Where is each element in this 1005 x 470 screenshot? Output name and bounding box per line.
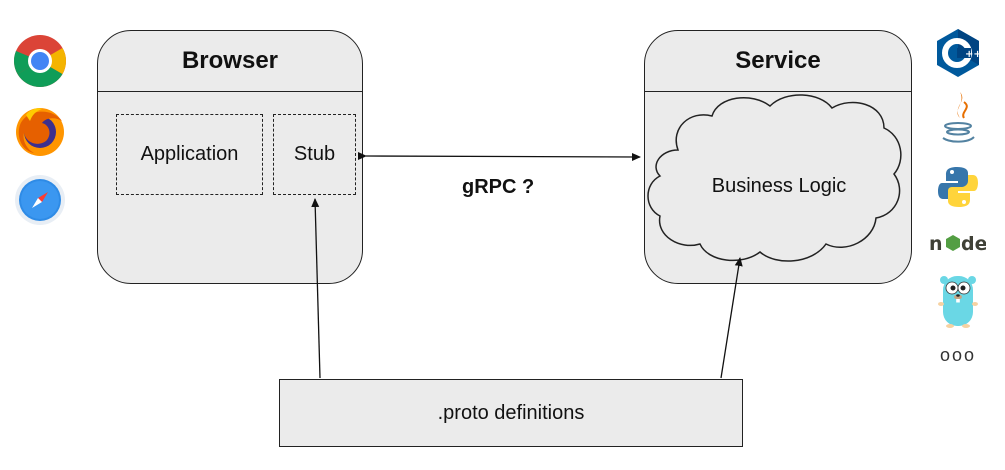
node-icon: n de <box>929 233 986 255</box>
business-logic-cloud <box>647 94 902 262</box>
safari-icon <box>15 175 65 225</box>
more-indicator: ooo <box>940 345 977 365</box>
service-title: Service <box>645 31 911 92</box>
cpp-icon: ++ <box>937 29 981 77</box>
browser-title: Browser <box>98 31 362 92</box>
python-icon <box>938 167 978 207</box>
proto-to-stub-arrow <box>311 198 321 379</box>
firefox-icon <box>16 108 64 156</box>
proto-definitions-box: .proto definitions <box>279 379 743 447</box>
svg-text:de: de <box>961 233 986 255</box>
chrome-icon <box>14 35 66 87</box>
application-box: Application <box>116 114 263 195</box>
grpc-arrow <box>357 151 641 161</box>
grpc-label: gRPC ? <box>462 176 535 198</box>
svg-text:n: n <box>929 233 943 255</box>
go-gopher-icon <box>938 276 978 328</box>
svg-text:++: ++ <box>965 49 981 60</box>
proto-to-service-arrow <box>720 257 743 379</box>
business-logic-label: Business Logic <box>711 175 847 197</box>
java-icon <box>942 92 975 143</box>
stub-box: Stub <box>273 114 356 195</box>
